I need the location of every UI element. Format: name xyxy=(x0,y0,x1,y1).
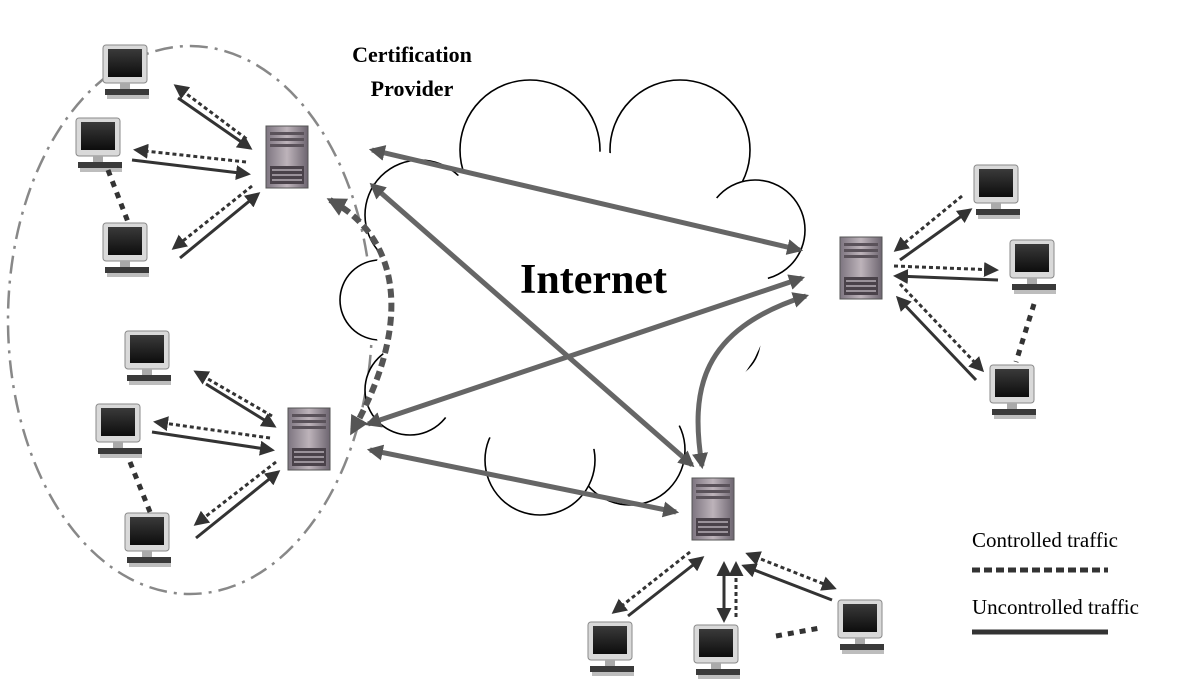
uncontrolled-links xyxy=(364,145,810,518)
link-bottom-right xyxy=(692,292,810,470)
computer-icon xyxy=(95,403,143,459)
computer-icon xyxy=(837,599,885,655)
link-mid-bottom xyxy=(366,444,680,518)
local-traffic xyxy=(105,84,1037,639)
computer-icon xyxy=(973,164,1021,220)
computer-icon xyxy=(989,364,1037,420)
computer-icon xyxy=(75,117,123,173)
server-icon xyxy=(265,125,309,189)
internet-label: Internet xyxy=(520,257,667,303)
server-icon xyxy=(287,407,331,471)
computer-icon xyxy=(102,44,150,100)
computer-icon xyxy=(693,624,741,680)
controlled-provider-link xyxy=(326,197,395,436)
legend-uncontrolled-label: Uncontrolled traffic xyxy=(972,595,1139,619)
computer-icon xyxy=(1009,239,1057,295)
server-icon xyxy=(691,477,735,541)
computer-icon xyxy=(124,512,172,568)
provider-boundary xyxy=(6,44,374,596)
certification-provider-label: Certification Provider xyxy=(352,42,472,101)
computer-icon xyxy=(587,621,635,677)
computer-icon xyxy=(102,222,150,278)
computer-icon xyxy=(124,330,172,386)
server-icon xyxy=(839,236,883,300)
legend-controlled-label: Controlled traffic xyxy=(972,528,1118,552)
